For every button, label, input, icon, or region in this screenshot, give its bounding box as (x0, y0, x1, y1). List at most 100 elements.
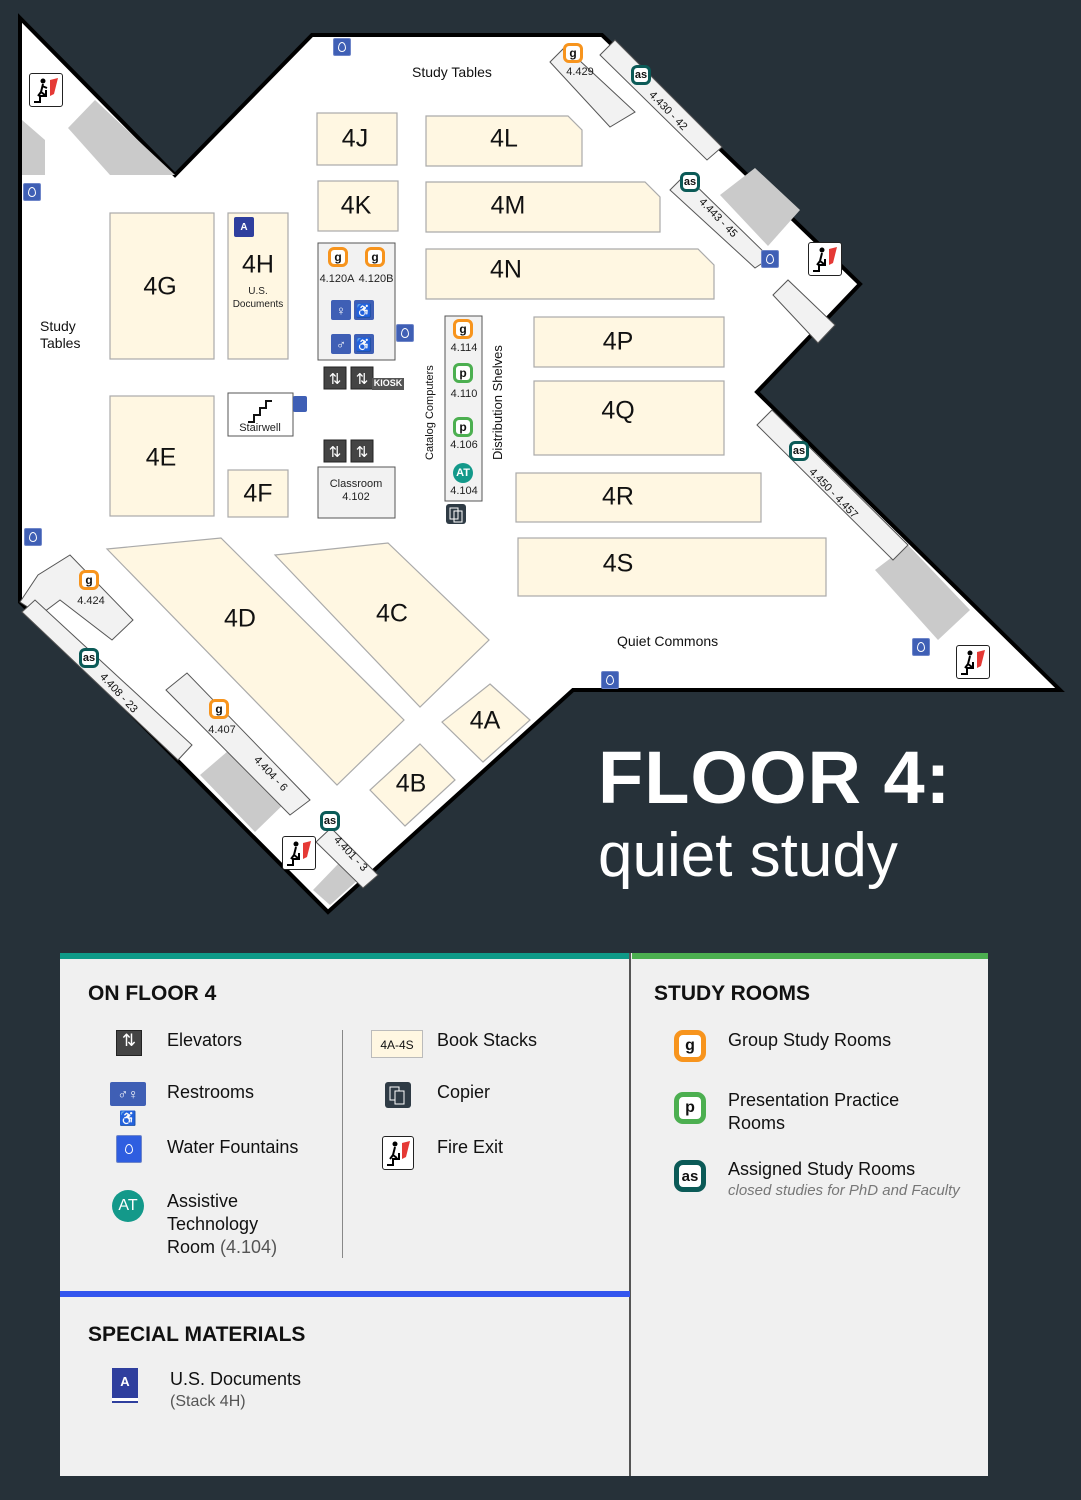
stack-4q (533, 380, 725, 456)
group-study-room-icon[interactable]: g (365, 247, 385, 267)
stack-label-4r: 4R (602, 482, 634, 511)
restroom-icon: ♂♀♿ (110, 1082, 146, 1126)
water-fountain-icon (601, 671, 619, 689)
assigned-study-room-icon[interactable]: as (320, 811, 340, 831)
rooms-4429 (549, 46, 636, 128)
group-study-room-icon[interactable]: g (209, 699, 229, 719)
copier-icon (446, 504, 466, 524)
fire-exit-icon (808, 242, 842, 276)
legend-us-documents-note: (Stack 4H) (170, 1393, 246, 1410)
legend-assigned: Assigned Study Rooms (728, 1159, 916, 1179)
assigned-study-room-icon[interactable]: as (631, 65, 651, 85)
stack-4h (227, 212, 289, 360)
assigned-study-room-icon[interactable]: as (680, 172, 700, 192)
legend-assigned-note: closed studies for PhD and Faculty (728, 1182, 960, 1199)
fire-exit-icon (382, 1136, 414, 1170)
legend-assistive: Assistive Technology Room (4.104) (167, 1190, 277, 1259)
group-study-room-icon[interactable]: g (328, 247, 348, 267)
legend-assistive-line: Room (4.104) (167, 1236, 277, 1259)
stairwell-label: Stairwell (239, 422, 281, 434)
stack-4a (441, 683, 531, 763)
legend-water-fountains: Water Fountains (167, 1137, 299, 1157)
kiosk-label: KIOSK (373, 378, 403, 388)
stack-4r (515, 472, 762, 523)
water-fountain-icon (912, 638, 930, 656)
room-number: 4.110 (450, 388, 478, 400)
water-fountain-icon (333, 38, 351, 56)
stack-4m (425, 181, 661, 233)
floor-title: FLOOR 4: (598, 736, 952, 819)
svg-text:♿: ♿ (356, 303, 372, 318)
stair-core-e (875, 545, 970, 640)
room-number: 4.106 (450, 439, 478, 451)
svg-text:⇅: ⇅ (329, 444, 342, 461)
legend-assistive-room: Room (167, 1237, 216, 1257)
presentation-room-icon[interactable]: p (453, 363, 473, 383)
svg-text:♀: ♀ (336, 303, 346, 318)
teal-bar (60, 953, 630, 959)
legend-book-stacks: Book Stacks (437, 1030, 538, 1050)
blue-bar (60, 1291, 630, 1297)
legend-column-divider (342, 1030, 343, 1258)
stack-label-4c: 4C (376, 599, 408, 628)
legend-assistive-note: (4.104) (220, 1237, 278, 1257)
assistive-technology-icon[interactable]: AT (453, 463, 473, 483)
on-floor-heading: ON FLOOR 4 (88, 982, 217, 1005)
assigned-study-room-icon[interactable]: as (79, 648, 99, 668)
assigned-study-room-icon: as (674, 1160, 706, 1192)
stack-label-4l: 4L (490, 124, 518, 153)
stack-4b (369, 743, 456, 827)
kiosk-badge (372, 378, 404, 390)
stair-core-sw (200, 745, 290, 832)
assistive-technology-icon: AT (112, 1190, 144, 1222)
floor-map: ⇅ ⇅ ⇅ ⇅ ♀♿ ♂♿ (18, 13, 1065, 915)
legend-group-study: Group Study Rooms (728, 1030, 892, 1050)
stack-4j (316, 112, 398, 166)
assigned-study-room-icon[interactable]: as (789, 441, 809, 461)
presentation-room-icon: p (674, 1092, 706, 1124)
legend-assistive-line: Technology (167, 1214, 259, 1234)
stack-4g (109, 212, 215, 360)
stack-4c (273, 542, 490, 708)
green-bar (632, 953, 988, 959)
stack-label-4e: 4E (145, 443, 177, 472)
rooms-4401 (315, 827, 379, 889)
classroom-label: Classroom (329, 478, 383, 490)
floor-subtitle: quiet study (598, 821, 898, 890)
us-documents-icon: A (112, 1368, 138, 1401)
room-number: 4.424 (77, 595, 105, 607)
stair-core-nw2 (68, 100, 175, 175)
svg-text:⇅: ⇅ (356, 444, 369, 461)
stack-4p (533, 316, 725, 368)
stack-label-4q: 4Q (601, 396, 635, 425)
water-fountain-icon (23, 183, 41, 201)
fire-exit-icon (29, 73, 63, 107)
stack-label-4h: 4H (242, 250, 274, 279)
legend-panel (60, 953, 988, 1476)
stair-core-nw (22, 120, 45, 175)
copier-icon (385, 1082, 411, 1108)
room-number: 4.114 (450, 342, 478, 354)
group-study-room-icon[interactable]: g (563, 43, 583, 63)
us-documents-icon: A (234, 217, 254, 237)
stack-4l (425, 115, 583, 167)
stack-4s (517, 537, 827, 597)
presentation-room-icon[interactable]: p (453, 417, 473, 437)
quiet-commons-label: Quiet Commons (617, 633, 719, 649)
study-tables-label: Tables (40, 335, 81, 351)
legend-presentation-line: Presentation Practice (728, 1090, 900, 1110)
group-study-room-icon[interactable]: g (79, 570, 99, 590)
study-tables-label: Study (40, 318, 76, 334)
group-study-room-icon[interactable]: g (453, 319, 473, 339)
distribution-shelves-label: Distribution Shelves (490, 345, 505, 460)
stack-label-4f: 4F (243, 479, 273, 508)
elevator-icon: ⇅ ⇅ ⇅ ⇅ (323, 366, 374, 463)
legend-restrooms: Restrooms (167, 1082, 255, 1102)
room-number: 4.120B (358, 273, 394, 285)
rooms-e-stair (772, 279, 836, 344)
rooms-4430 (599, 39, 723, 161)
legend-us-documents: U.S. Documents (170, 1369, 302, 1389)
room-number: 4.407 (208, 724, 236, 736)
stack-label-4s: 4S (602, 549, 634, 578)
water-fountain-icon (396, 324, 414, 342)
